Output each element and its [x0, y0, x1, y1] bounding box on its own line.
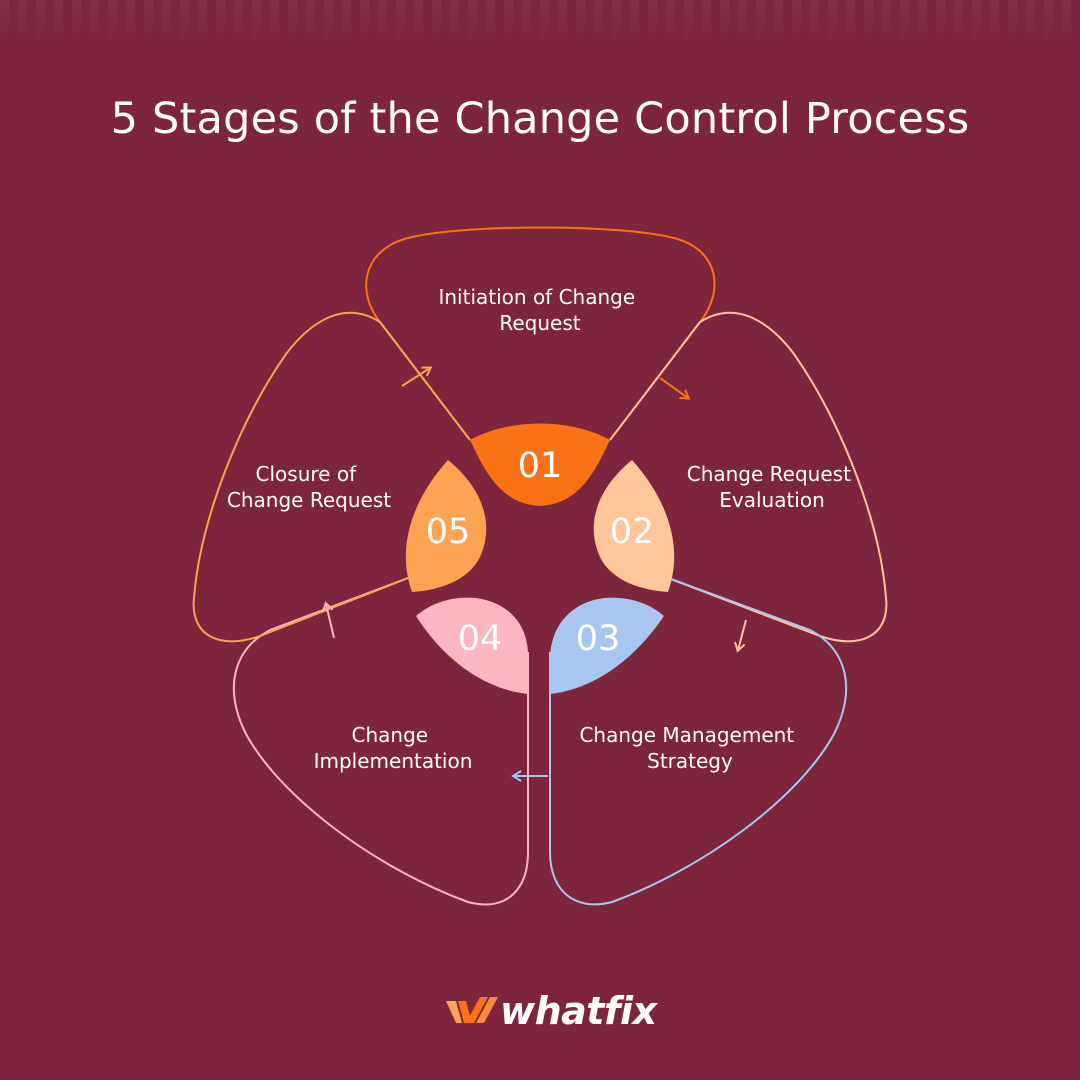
- stage-01-number: 01: [518, 446, 563, 486]
- stage-04-label: Change Implementation: [314, 723, 473, 773]
- stage-04-label-line-2: Implementation: [314, 749, 473, 773]
- stage-03-petal: [549, 574, 847, 906]
- stage-01-petal: [365, 226, 716, 441]
- stage-02-number: 02: [610, 512, 655, 552]
- stage-05-label-line-2: Change Request: [227, 488, 391, 512]
- stage-04-number: 04: [458, 619, 503, 659]
- page-title: 5 Stages of the Change Control Process: [110, 94, 970, 144]
- stage-01-badge: [470, 423, 610, 506]
- stage-02-label: Change Request Evaluation: [687, 462, 858, 512]
- logo-wordmark: whatfix: [500, 989, 657, 1033]
- stage-05-label: Closure of Change Request: [227, 462, 391, 512]
- stage-05-number: 05: [426, 512, 471, 552]
- arrow-01-to-02-icon: [659, 377, 691, 400]
- stage-01-label: Initiation of Change Request: [438, 285, 641, 335]
- stage-03-number: 03: [576, 619, 621, 659]
- stage-04-petal: [233, 574, 529, 906]
- stage-05-label-line-1: Closure of: [256, 462, 358, 486]
- stage-02-label-line-1: Change Request: [687, 462, 851, 486]
- stage-03-label-line-1: Change Management: [579, 723, 794, 747]
- stage-02-badge: [593, 460, 675, 592]
- stage-03-label: Change Management Strategy: [579, 723, 800, 773]
- arrow-02-to-03-icon: [734, 619, 747, 653]
- stage-03-badge: [550, 597, 664, 694]
- stage-04-label-line-1: Change: [352, 723, 429, 747]
- arrow-05-to-01-icon: [401, 366, 433, 387]
- stage-05-petal: [192, 311, 471, 643]
- stage-03-label-line-2: Strategy: [647, 749, 733, 773]
- stage-01-label-line-2: Request: [499, 311, 580, 335]
- stage-02-petal: [609, 311, 888, 643]
- whatfix-mark-icon: [446, 997, 498, 1023]
- stage-02-label-line-2: Evaluation: [719, 488, 825, 512]
- top-stripe-pattern: [0, 0, 1080, 46]
- arrow-04-to-05-icon: [321, 601, 335, 639]
- stage-01-label-line-1: Initiation of Change: [438, 285, 635, 309]
- whatfix-logo: whatfix: [444, 988, 657, 1034]
- stage-05-badge: [405, 460, 487, 592]
- stage-04-badge: [416, 597, 528, 694]
